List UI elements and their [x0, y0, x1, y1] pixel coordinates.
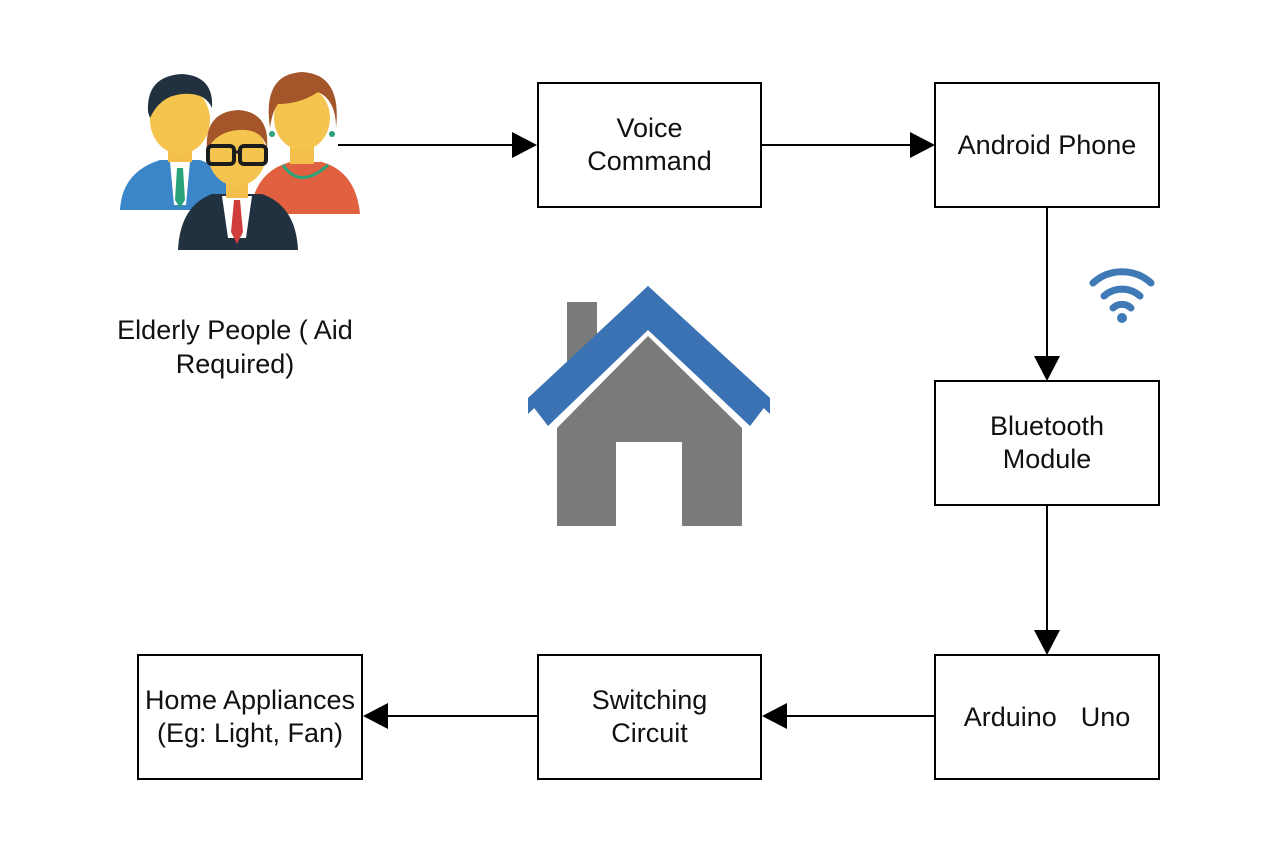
arduino-uno-suffix: Uno	[1080, 701, 1131, 732]
users-caption: Elderly People ( Aid Required)	[100, 313, 370, 381]
switching-circuit-label: Switching Circuit	[591, 685, 708, 748]
voice-command-box: Voice Command	[537, 82, 762, 208]
arrowhead-users-to-voice	[512, 132, 537, 158]
bluetooth-module-label: Bluetooth Module	[989, 411, 1105, 474]
arrowhead-arduino-to-switching	[762, 703, 787, 729]
switching-circuit-box: Switching Circuit	[537, 654, 762, 780]
house-icon	[528, 286, 770, 526]
arrowhead-switching-to-home	[363, 703, 388, 729]
android-phone-label: Android Phone	[957, 129, 1137, 160]
elderly-people-group-icon	[120, 72, 360, 250]
home-appliances-box: Home Appliances (Eg: Light, Fan)	[137, 654, 363, 780]
home-appliances-label: Home Appliances (Eg: Light, Fan)	[144, 685, 356, 748]
bluetooth-module-box: Bluetooth Module	[934, 380, 1160, 506]
flow-arrows	[338, 132, 1060, 729]
arrowhead-bluetooth-to-arduino	[1034, 630, 1060, 655]
voice-command-label: Voice Command	[587, 113, 712, 176]
wifi-icon	[1089, 268, 1155, 323]
arduino-uno-box: Arduino Uno	[934, 654, 1160, 780]
arrowhead-android-to-bluetooth	[1034, 356, 1060, 381]
android-phone-box: Android Phone	[934, 82, 1160, 208]
arduino-label: Arduino	[963, 701, 1057, 732]
arrowhead-voice-to-android	[910, 132, 935, 158]
users-caption-text: Elderly People ( Aid Required)	[117, 315, 353, 379]
